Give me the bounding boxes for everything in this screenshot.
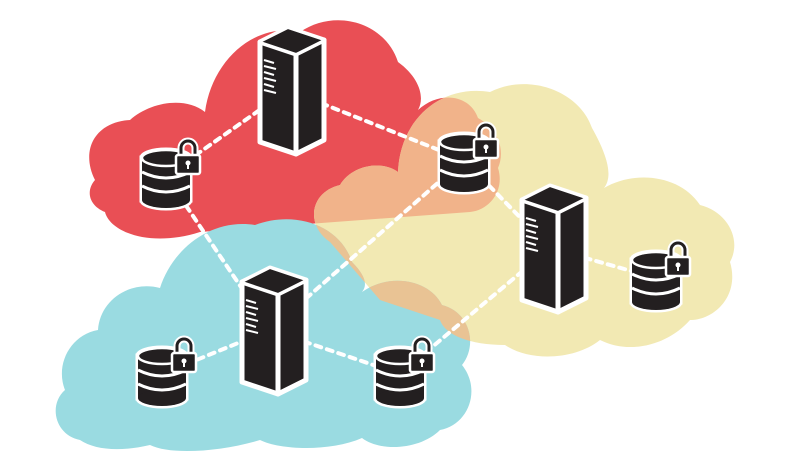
server-tower-icon [522, 186, 586, 312]
server-tower-icon [242, 268, 306, 394]
server-tower-icon [260, 28, 324, 154]
